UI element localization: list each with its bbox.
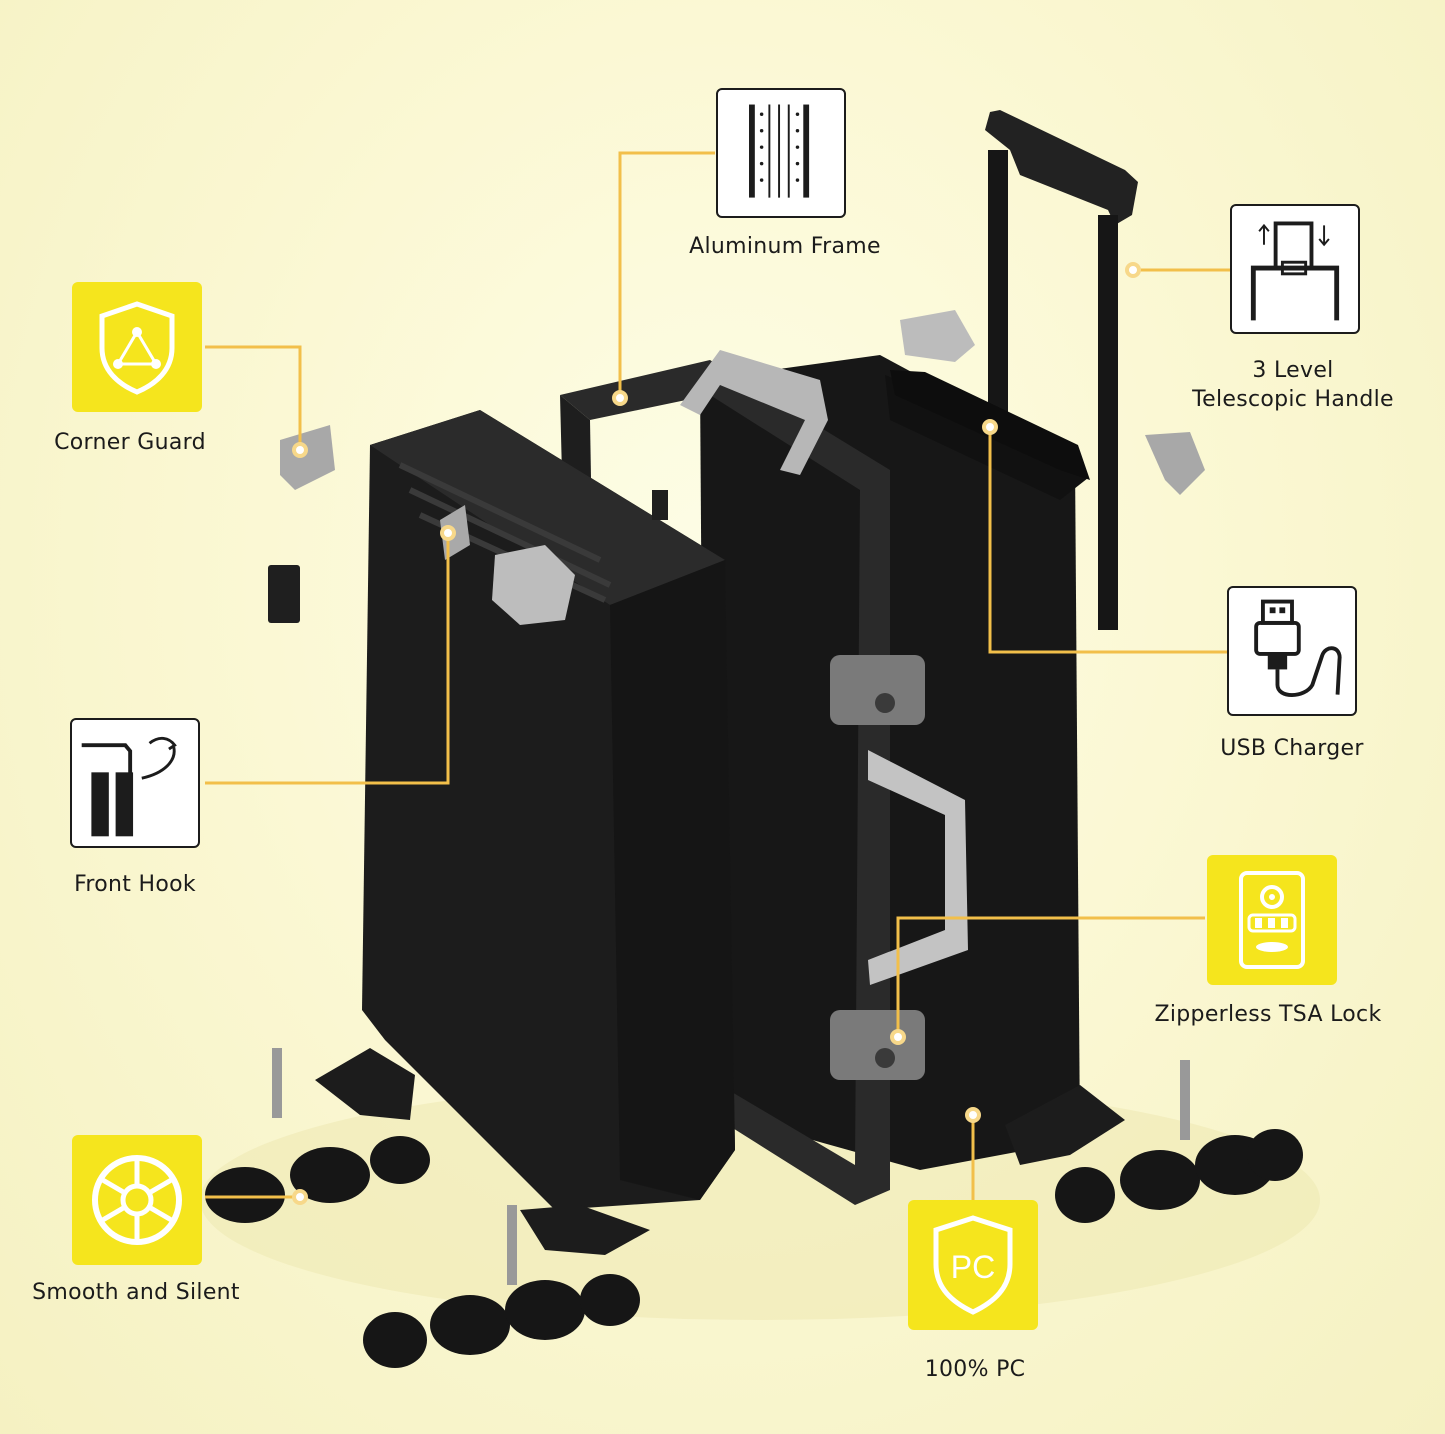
telescopic-handle-label: 3 Level Telescopic Handle: [1165, 356, 1421, 414]
connector-aluminum-frame: [618, 151, 715, 398]
corner-guard-part-3: [1145, 432, 1205, 495]
frame-rails-icon: [716, 88, 846, 218]
connector-usb-charger: [988, 427, 1227, 654]
corner-guard-part-2: [900, 310, 975, 362]
tsa-dial-bottom: [875, 1048, 895, 1068]
pc-shield-icon: PC: [908, 1200, 1038, 1330]
pc-shell-label: 100% PC: [924, 1357, 1026, 1382]
wheel-icon: [72, 1135, 202, 1265]
tsa-dial-top: [875, 693, 895, 713]
hook-icon: [70, 718, 200, 848]
usb-charger-label: USB Charger: [1220, 736, 1364, 761]
clip-part: [652, 490, 668, 520]
corner-guard-label: Corner Guard: [54, 430, 206, 455]
pc-shield-text: PC: [951, 1249, 995, 1285]
shield-triangle-icon: [72, 282, 202, 412]
connector-front-hook: [205, 533, 450, 785]
telescopic-handle-label-line2: Telescopic Handle: [1192, 387, 1394, 412]
connector-corner-guard: [205, 345, 302, 450]
wheel-assembly-center: [363, 1205, 650, 1368]
tsa-lock-label: Zipperless TSA Lock: [1154, 1002, 1382, 1027]
connector-tsa-lock: [896, 916, 1205, 1037]
hook-part: [268, 565, 300, 623]
wheel-assembly-left: [205, 1048, 430, 1223]
corner-guard-part-1: [280, 425, 335, 490]
telescopic-handle-icon: [1230, 204, 1360, 334]
front-hook-label: Front Hook: [74, 872, 196, 897]
wheels-label: Smooth and Silent: [32, 1280, 240, 1305]
front-shell: [362, 410, 735, 1210]
combination-lock-icon: [1207, 855, 1337, 985]
connector-lines: [205, 151, 1230, 1200]
usb-plug-icon: [1227, 586, 1357, 716]
wheel-assembly-right: [1005, 1060, 1303, 1223]
telescopic-handle-label-line1: 3 Level: [1252, 358, 1334, 383]
aluminum-frame-label: Aluminum Frame: [689, 234, 881, 259]
connector-dots: [292, 262, 1141, 1205]
